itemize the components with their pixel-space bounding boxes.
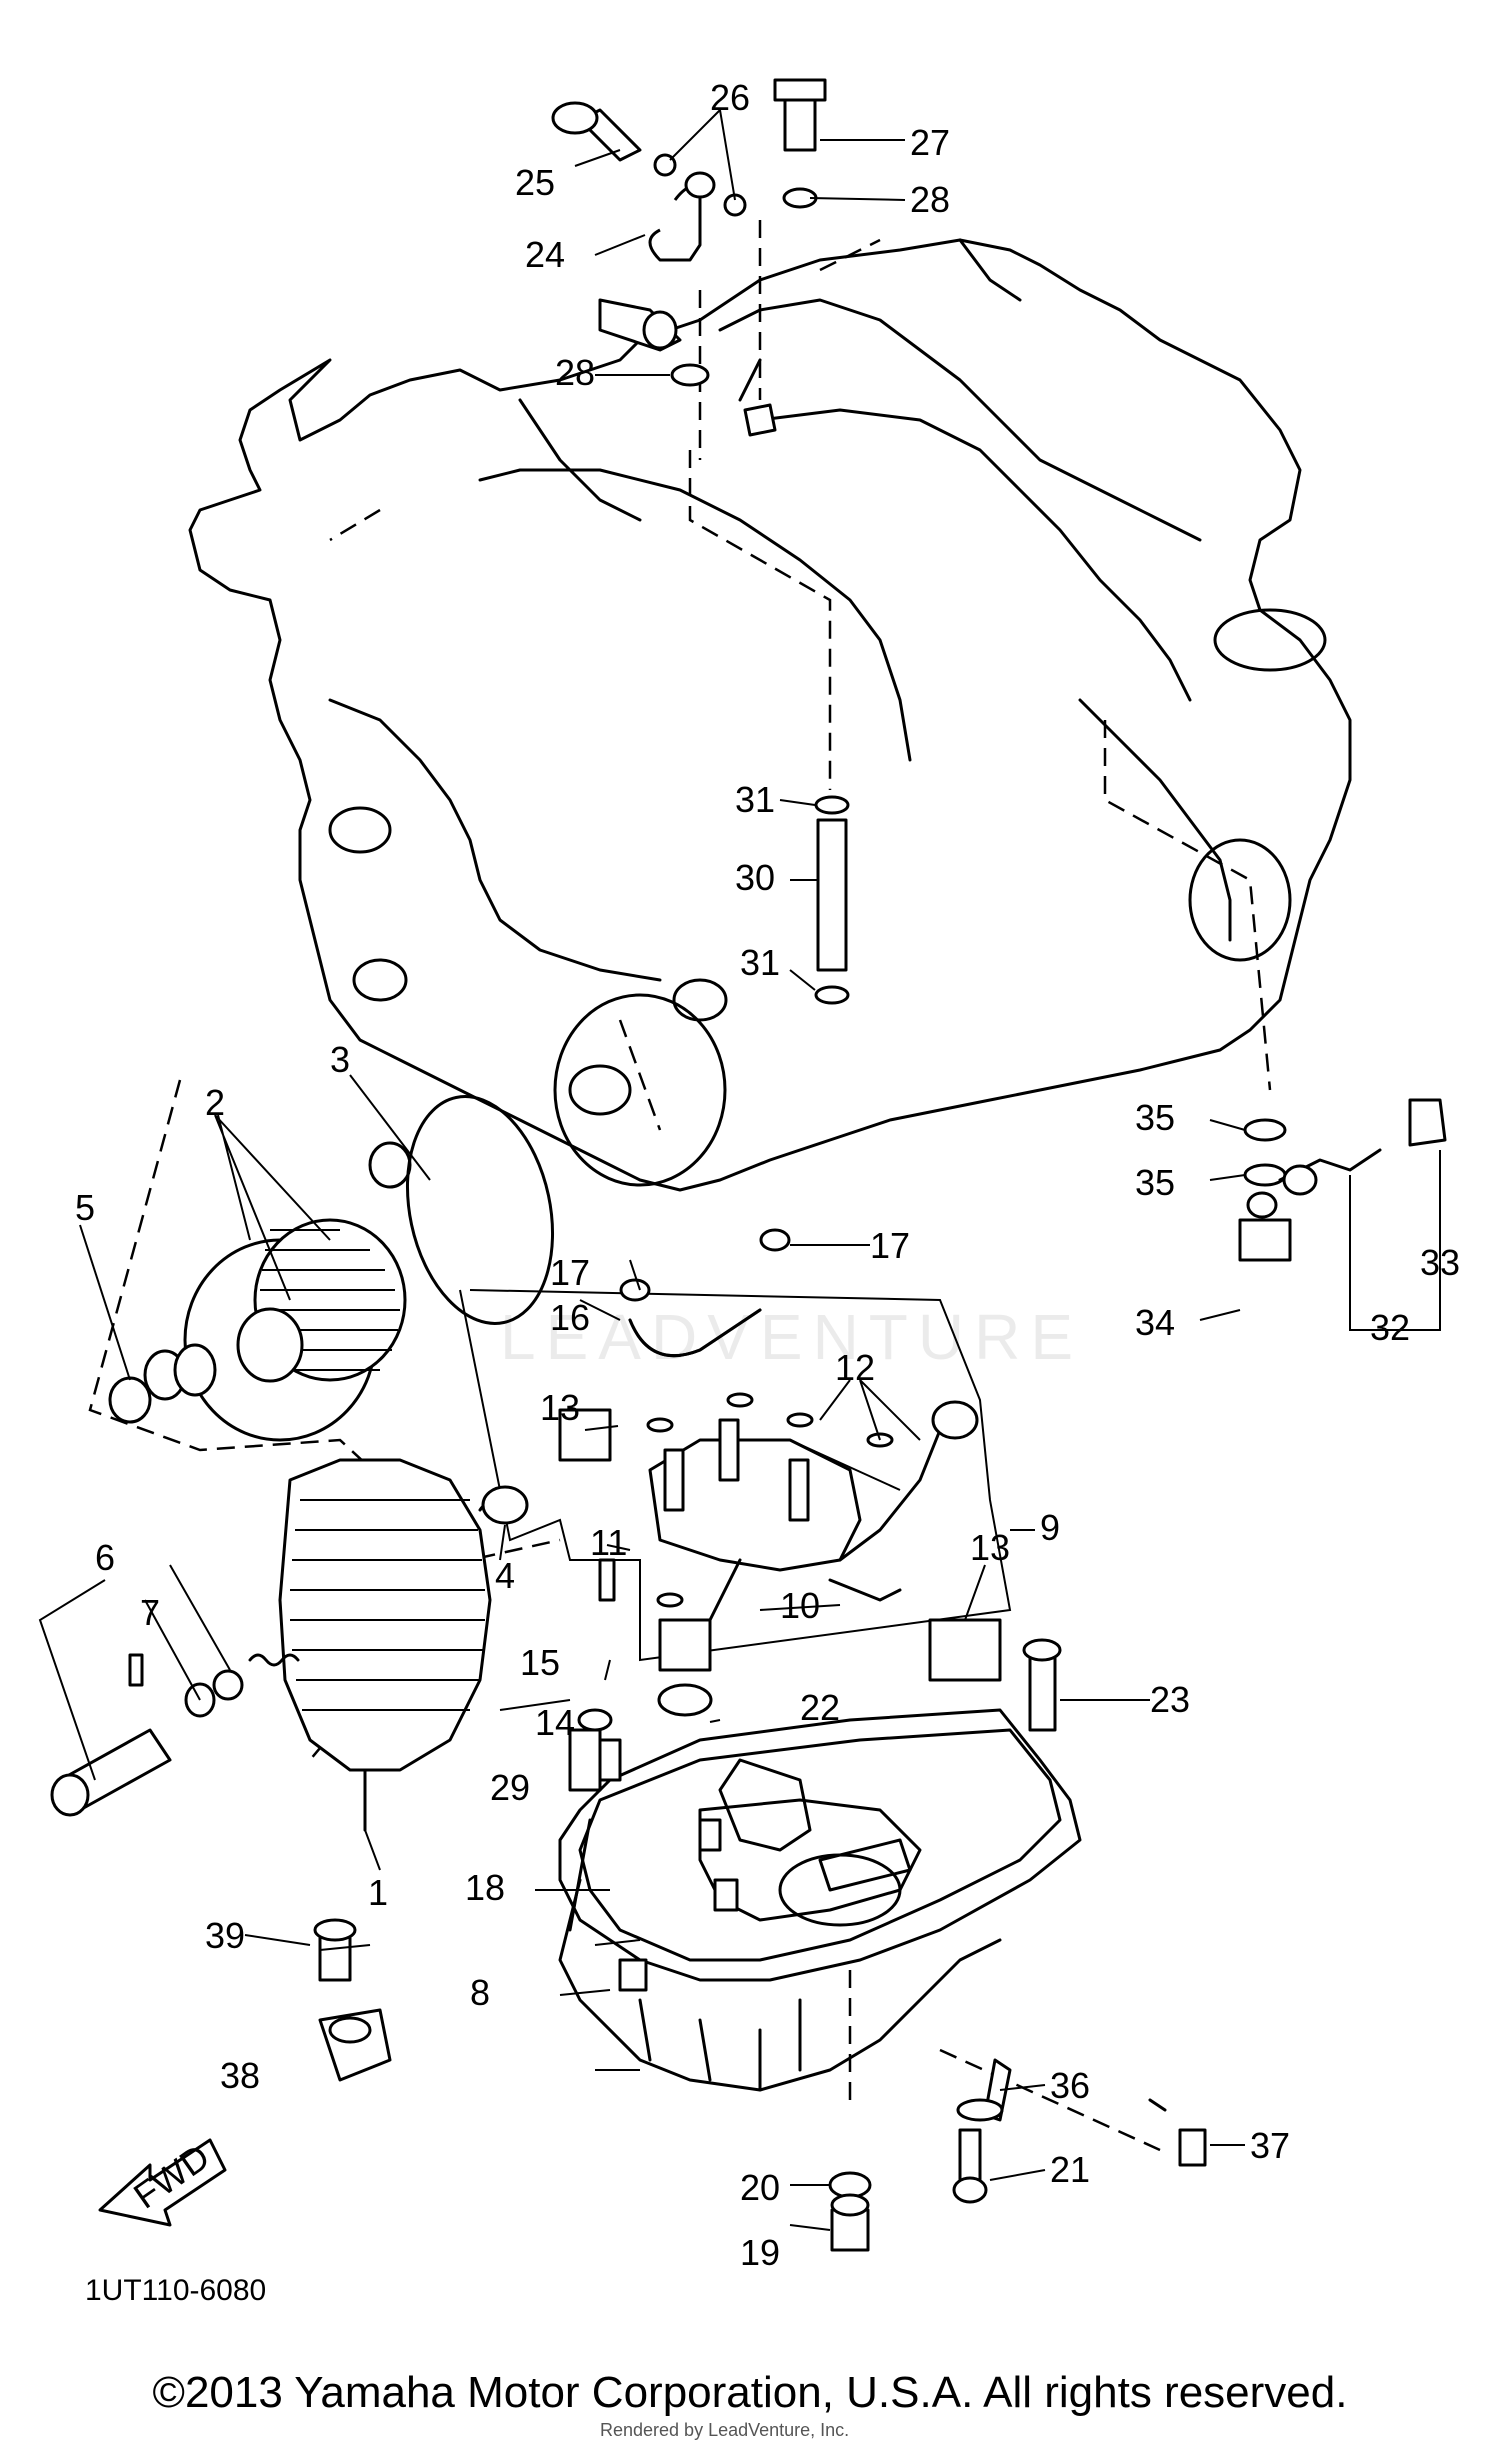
callout-22: 22: [800, 1687, 840, 1728]
callout-17b: 17: [870, 1225, 910, 1266]
fwd-arrow: FWD: [98, 2136, 227, 2227]
callout-10: 10: [780, 1585, 820, 1626]
callout-19: 19: [740, 2232, 780, 2273]
callout-5: 5: [75, 1187, 95, 1228]
callout-32: 32: [1370, 1307, 1410, 1348]
callout-35a: 35: [1135, 1097, 1175, 1138]
callout-29: 29: [490, 1767, 530, 1808]
copyright-text: ©2013 Yamaha Motor Corporation, U.S.A. A…: [152, 2368, 1348, 2417]
callout-25: 25: [515, 162, 555, 203]
oil-pipe-assembly: [558, 1392, 1002, 1782]
callout-3: 3: [330, 1039, 350, 1080]
callout-33: 33: [1420, 1242, 1460, 1283]
callout-18: 18: [465, 1867, 505, 1908]
callout-31b: 31: [740, 942, 780, 983]
oil-filter-cover: [278, 1458, 492, 1832]
callout-13a: 13: [540, 1387, 580, 1428]
callout-28b: 28: [555, 352, 595, 393]
part-code: 1UT110-6080: [85, 2274, 266, 2307]
oil-filter: [183, 1141, 412, 1442]
callout-13b: 13: [970, 1527, 1010, 1568]
callout-39: 39: [205, 1915, 245, 1956]
washers-5: [108, 1343, 217, 1424]
callout-6: 6: [95, 1537, 115, 1578]
callout-35b: 35: [1135, 1162, 1175, 1203]
callout-labels: 1 2 3 4 5 6 7 8 9 10 11 12 13 13 14 15 1…: [75, 77, 1460, 2273]
callout-37: 37: [1250, 2125, 1290, 2166]
bypass-valve-parts: [50, 1485, 529, 1817]
callout-4: 4: [495, 1555, 515, 1596]
oil-pipe-30: [814, 795, 850, 1005]
engine-crankcase: [188, 238, 1352, 1192]
callout-21: 21: [1050, 2149, 1090, 2190]
render-credit: Rendered by LeadVenture, Inc.: [600, 2420, 850, 2440]
callout-28a: 28: [910, 179, 950, 220]
callout-31a: 31: [735, 779, 775, 820]
callout-leaders: [38, 109, 1246, 2231]
callout-38: 38: [220, 2055, 260, 2096]
callout-20: 20: [740, 2167, 780, 2208]
callout-26: 26: [710, 77, 750, 118]
callout-15: 15: [520, 1642, 560, 1683]
oil-hose: [619, 1228, 791, 1358]
callout-8: 8: [470, 1972, 490, 2013]
callout-2: 2: [205, 1082, 225, 1123]
callout-12: 12: [835, 1347, 875, 1388]
callout-7: 7: [140, 1592, 160, 1633]
callout-9: 9: [1040, 1507, 1060, 1548]
callout-27: 27: [910, 122, 950, 163]
callout-16: 16: [550, 1297, 590, 1338]
callout-23: 23: [1150, 1679, 1190, 1720]
drain-bolt-parts: [313, 1638, 1207, 2252]
callout-14: 14: [535, 1702, 575, 1743]
callout-17a: 17: [550, 1252, 590, 1293]
leader-lines: [88, 220, 1272, 2152]
callout-1: 1: [368, 1872, 388, 1913]
callout-36: 36: [1050, 2065, 1090, 2106]
oil-pan: [558, 1708, 1082, 2092]
callout-30: 30: [735, 857, 775, 898]
top-parts: [551, 78, 827, 437]
o-ring-3: [405, 1095, 555, 1325]
callout-11: 11: [590, 1522, 627, 1563]
oil-level-switch: [1238, 1098, 1447, 1331]
watermark-text: LEADVENTURE: [500, 1301, 1083, 1373]
callout-24: 24: [525, 234, 565, 275]
callout-34: 34: [1135, 1302, 1175, 1343]
